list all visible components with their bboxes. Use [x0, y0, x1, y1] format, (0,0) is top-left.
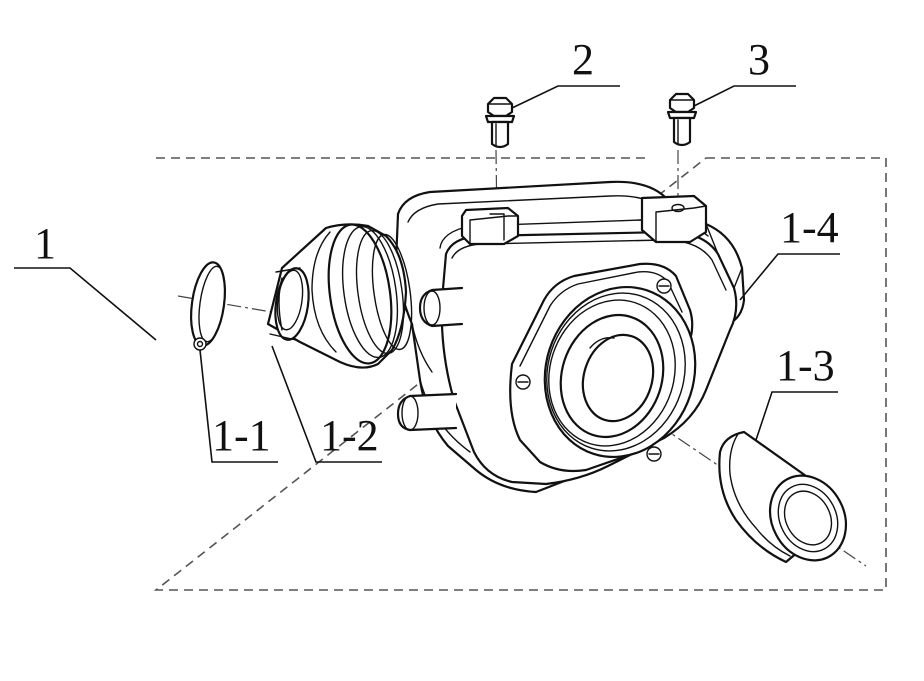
leader-3 — [693, 85, 796, 107]
leader-1-3 — [755, 391, 838, 441]
filter-element — [718, 430, 848, 564]
leader-1-2 — [271, 345, 382, 463]
callout-1-3: 1-3 — [776, 341, 835, 390]
callout-2: 2 — [572, 35, 594, 84]
leader-1-4 — [739, 253, 840, 301]
leader-2 — [511, 85, 620, 109]
air-box-housing — [394, 180, 746, 494]
bolt-2 — [484, 96, 516, 149]
callout-3: 3 — [748, 35, 770, 84]
callout-1-2: 1-2 — [320, 411, 379, 460]
bolt-3 — [666, 92, 698, 147]
callout-1-1: 1-1 — [212, 411, 271, 460]
callout-1: 1 — [34, 219, 56, 268]
intake-duct — [266, 223, 413, 369]
leader-1-1 — [199, 349, 278, 463]
leader-1 — [14, 267, 157, 341]
assembly-boundary — [153, 157, 887, 591]
hose-clamp — [190, 261, 226, 351]
callout-1-4: 1-4 — [780, 203, 839, 252]
axis-line-bolt-2 — [495, 149, 498, 229]
